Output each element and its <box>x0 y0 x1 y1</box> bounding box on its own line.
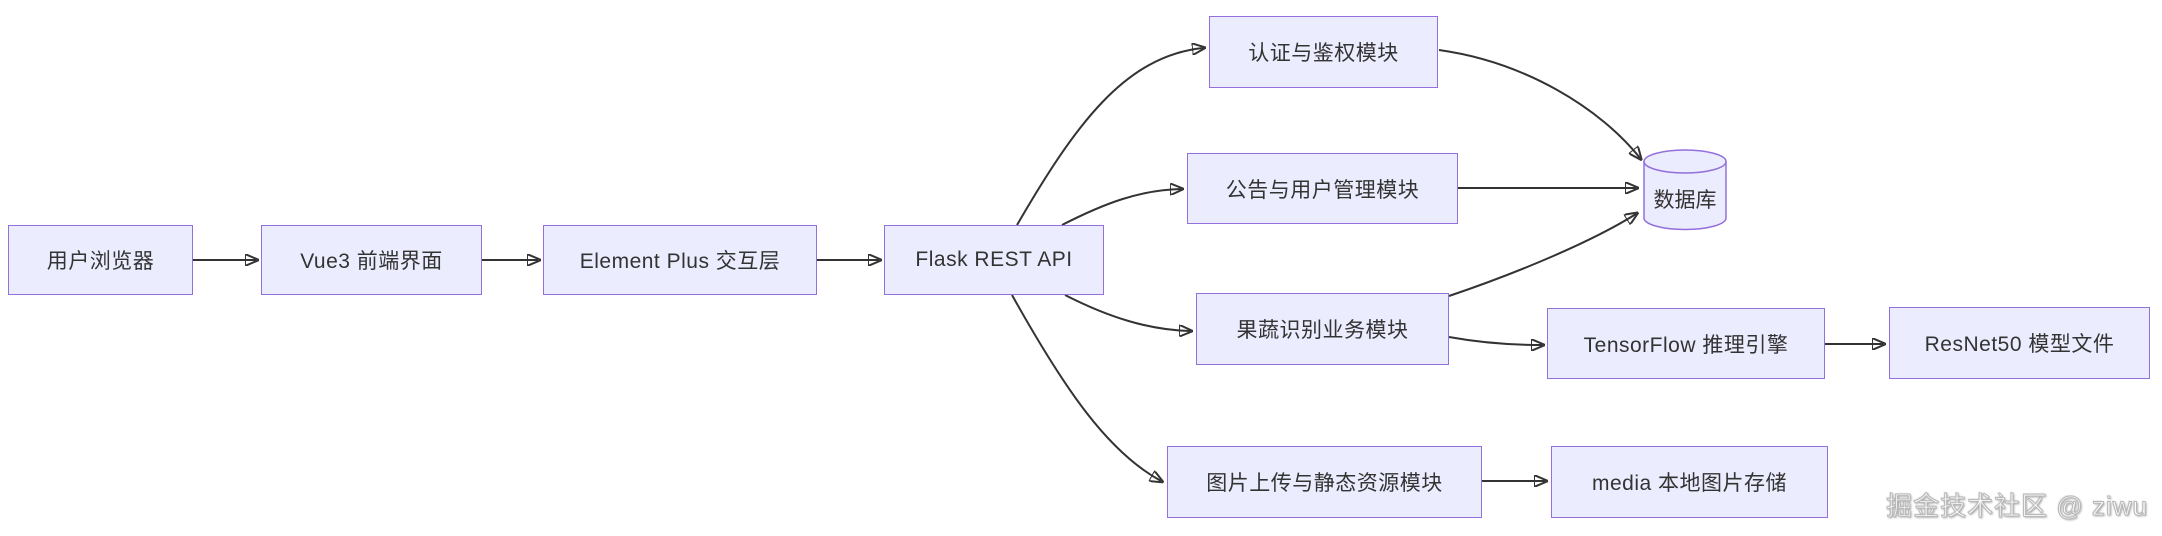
edge-recognition-to-db <box>1448 214 1636 297</box>
node-element-plus-layer: Element Plus 交互层 <box>543 225 817 295</box>
edge-auth-to-db <box>1438 49 1640 158</box>
node-announce-user-module: 公告与用户管理模块 <box>1187 153 1458 224</box>
node-vue3-frontend: Vue3 前端界面 <box>261 225 482 295</box>
node-recognition-module: 果蔬识别业务模块 <box>1196 293 1449 365</box>
edge-flask-to-recognition <box>1064 294 1190 331</box>
node-resnet50-model: ResNet50 模型文件 <box>1889 307 2150 379</box>
node-database-label: 数据库 <box>1653 189 1717 212</box>
node-media-storage: media 本地图片存储 <box>1551 446 1828 518</box>
node-tensorflow-engine: TensorFlow 推理引擎 <box>1547 308 1825 379</box>
node-flask-rest-api: Flask REST API <box>884 225 1104 295</box>
edge-recognition-to-tensorflow <box>1448 336 1542 345</box>
edge-flask-to-announce <box>1061 189 1181 226</box>
edge-flask-to-upload <box>1011 294 1161 481</box>
node-user-browser: 用户浏览器 <box>8 225 193 295</box>
node-upload-static-module: 图片上传与静态资源模块 <box>1167 446 1482 518</box>
node-auth-module: 认证与鉴权模块 <box>1209 16 1438 88</box>
node-database-cylinder: 数据库 <box>1642 147 1728 233</box>
watermark: 掘金技术社区 @ ziwu <box>1886 491 2148 522</box>
edge-flask-to-auth <box>1016 48 1203 226</box>
database-icon <box>1643 149 1727 231</box>
